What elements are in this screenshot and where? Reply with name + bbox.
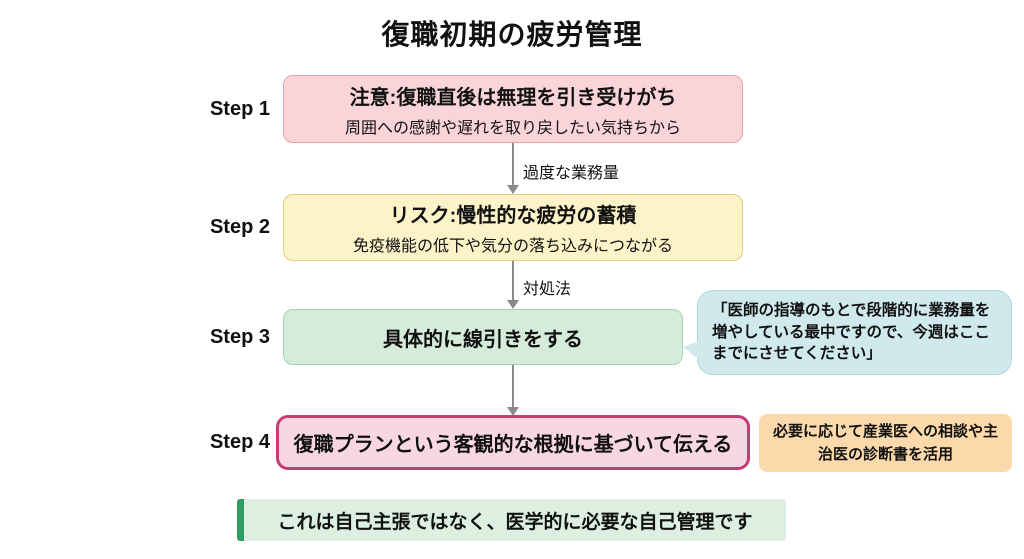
step4-box: 復職プランという客観的な根拠に基づいて伝える xyxy=(276,415,750,470)
arrow-1-label: 過度な業務量 xyxy=(523,165,620,182)
step1-subtext: 周囲への感謝や遅れを取り戻したい気持ちから xyxy=(344,119,681,137)
footer-statement-text: これは自己主張ではなく、医学的に必要な自己管理です xyxy=(277,511,753,533)
arrow-2-label: 対処法 xyxy=(523,281,572,298)
speech-bubble: 「医師の指導のもとで段階的に業務量を増やしている最中ですので、今週はここまでにさ… xyxy=(683,290,1012,375)
step2-subtext: 免疫機能の低下や気分の落ち込みにつながる xyxy=(352,238,673,255)
step3-box: 具体的に線引きをする xyxy=(283,309,683,365)
diagram-title: 復職初期の疲労管理 xyxy=(381,19,643,50)
down-arrow-1-icon xyxy=(507,143,519,194)
footer-statement: これは自己主張ではなく、医学的に必要な自己管理です xyxy=(237,499,786,541)
step1-box: 注意:復職直後は無理を引き受けがち 周囲への感謝や遅れを取り戻したい気持ちから xyxy=(283,75,743,143)
step4-heading: 復職プランという客観的な根拠に基づいて伝える xyxy=(293,434,733,456)
step1-heading: 注意:復職直後は無理を引き受けがち xyxy=(349,86,677,109)
speech-bubble-text: 「医師の指導のもとで段階的に業務量を増やしている最中ですので、今週はここまでにさ… xyxy=(712,302,991,362)
side-note-text: 必要に応じて産業医への相談や主治医の診断書を活用 xyxy=(772,423,998,463)
step4-label: Step 4 xyxy=(209,431,270,453)
down-arrow-3-icon xyxy=(507,365,519,416)
down-arrow-2-icon xyxy=(507,261,519,309)
step3-label: Step 3 xyxy=(209,326,270,348)
step2-label: Step 2 xyxy=(209,216,270,238)
side-note: 必要に応じて産業医への相談や主治医の診断書を活用 xyxy=(759,414,1012,472)
step1-label: Step 1 xyxy=(209,98,270,120)
step2-heading: リスク:慢性的な疲労の蓄積 xyxy=(389,205,637,227)
step2-box: リスク:慢性的な疲労の蓄積 免疫機能の低下や気分の落ち込みにつながる xyxy=(283,194,743,261)
step3-heading: 具体的に線引きをする xyxy=(383,328,583,351)
